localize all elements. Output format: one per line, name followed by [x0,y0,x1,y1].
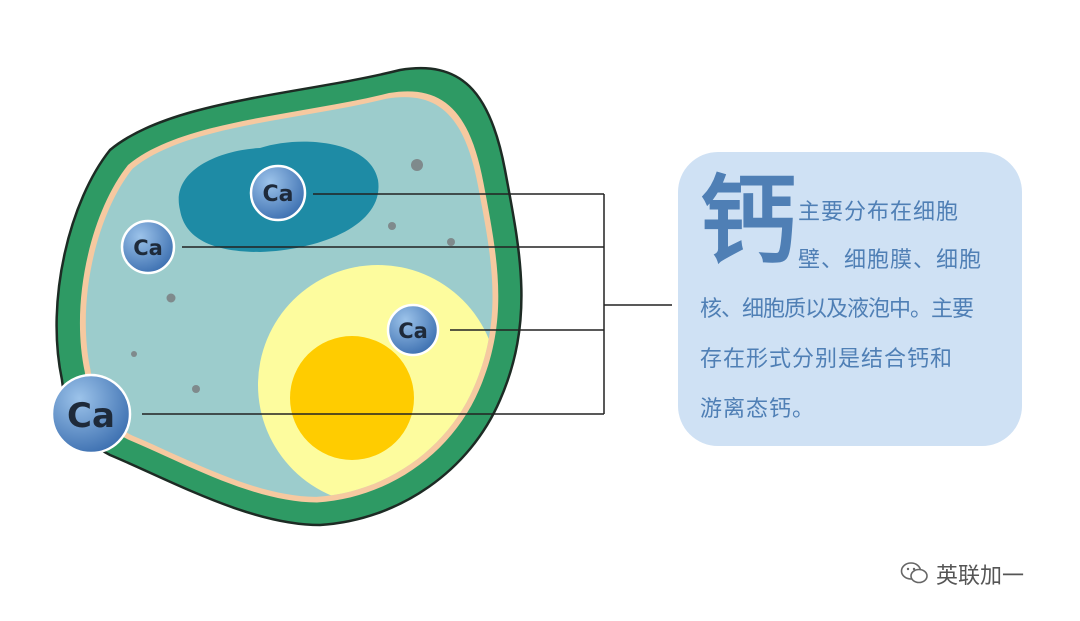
ca-ion-membrane: Ca [120,219,176,275]
info-line-2: 壁、细胞膜、细胞 [798,248,983,273]
watermark-text: 英联加一 [936,564,1025,589]
info-box: 钙 主要分布在细胞 壁、细胞膜、细胞 核、细胞质以及液泡中。主要 存在形式分别是… [678,152,1022,446]
watermark: 英联加一 [900,558,1024,590]
ca-ion-cell-wall: Ca [50,373,132,455]
ca-ion-vacuole: Ca [386,303,440,357]
cell-diagram: Ca Ca Ca Ca [50,66,672,527]
info-line-5: 游离态钙。 [700,397,816,422]
vacuole-core [290,336,414,460]
svg-text:Ca: Ca [67,396,115,436]
svg-text:Ca: Ca [133,236,163,260]
svg-text:Ca: Ca [398,319,428,343]
wechat-icon [900,562,928,584]
info-line-4: 存在形式分别是结合钙和 [700,347,954,372]
info-line-3: 核、细胞质以及液泡中。主要 [700,297,974,322]
info-line-1: 主要分布在细胞 [798,200,960,225]
svg-text:Ca: Ca [263,182,294,207]
calcium-heading: 钙 [700,165,796,277]
ca-ion-nucleus: Ca [249,164,307,222]
leader-lines [142,193,672,415]
granules [131,159,455,393]
